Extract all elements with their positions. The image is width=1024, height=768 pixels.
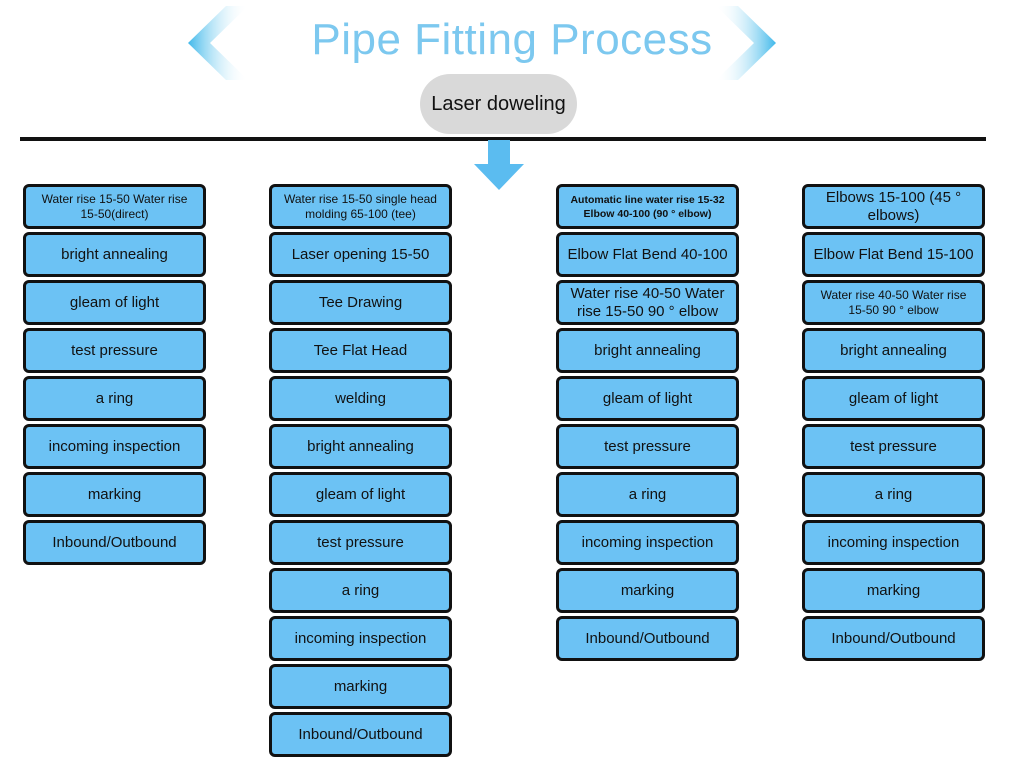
process-step: Elbows 15-100 (45 ° elbows) [802,184,985,229]
process-step: gleam of light [802,376,985,421]
page-title: Pipe Fitting Process [311,15,713,64]
process-step: Elbow Flat Bend 15-100 [802,232,985,277]
process-step: Inbound/Outbound [23,520,206,565]
process-column-1: Water rise 15-50 Water rise 15-50(direct… [23,184,206,568]
process-step: a ring [802,472,985,517]
left-chevron-icon [188,6,248,80]
divider-line [20,137,986,141]
process-step: incoming inspection [556,520,739,565]
process-step: gleam of light [269,472,452,517]
right-chevron-icon [716,6,776,80]
process-step: Inbound/Outbound [269,712,452,757]
process-step: Water rise 15-50 Water rise 15-50(direct… [23,184,206,229]
process-step: marking [556,568,739,613]
process-step: marking [269,664,452,709]
process-column-2: Water rise 15-50 single head molding 65-… [269,184,452,760]
process-step: incoming inspection [802,520,985,565]
process-step: Automatic line water rise 15-32 Elbow 40… [556,184,739,229]
process-step: Inbound/Outbound [556,616,739,661]
process-step: bright annealing [23,232,206,277]
process-step: Tee Drawing [269,280,452,325]
process-step: welding [269,376,452,421]
process-step: Elbow Flat Bend 40-100 [556,232,739,277]
process-step: test pressure [23,328,206,373]
process-step: bright annealing [556,328,739,373]
process-step: Inbound/Outbound [802,616,985,661]
process-step: test pressure [556,424,739,469]
process-step: test pressure [269,520,452,565]
process-column-4: Elbows 15-100 (45 ° elbows)Elbow Flat Be… [802,184,985,664]
process-column-3: Automatic line water rise 15-32 Elbow 40… [556,184,739,664]
process-step: Water rise 40-50 Water rise 15-50 90 ° e… [556,280,739,325]
process-step: Water rise 40-50 Water rise 15-50 90 ° e… [802,280,985,325]
process-step: test pressure [802,424,985,469]
process-step: incoming inspection [269,616,452,661]
process-step: marking [23,472,206,517]
process-step: gleam of light [556,376,739,421]
process-step: marking [802,568,985,613]
process-step: gleam of light [23,280,206,325]
process-step: Laser opening 15-50 [269,232,452,277]
down-arrow-icon [474,140,524,190]
process-step: bright annealing [269,424,452,469]
process-step: Tee Flat Head [269,328,452,373]
process-step: a ring [23,376,206,421]
process-step: a ring [556,472,739,517]
root-node: Laser doweling [420,74,577,134]
process-step: bright annealing [802,328,985,373]
process-step: incoming inspection [23,424,206,469]
process-step: Water rise 15-50 single head molding 65-… [269,184,452,229]
process-step: a ring [269,568,452,613]
